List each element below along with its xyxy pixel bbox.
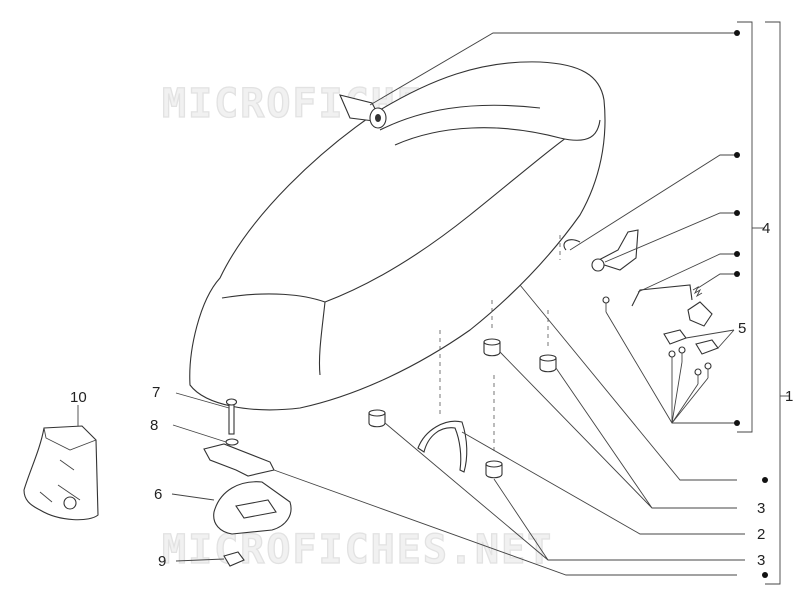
lock-cylinder-part[interactable] (339, 94, 387, 129)
hook-part[interactable] (563, 239, 581, 251)
alignment-lines (439, 235, 561, 455)
leader-lines (77, 32, 745, 576)
lock-latch-part[interactable] (591, 229, 639, 272)
tool-kit-part[interactable] (23, 425, 99, 521)
strap-part[interactable] (417, 420, 468, 473)
callout-5: 5 (738, 320, 746, 337)
callout-1: 1 (785, 388, 793, 405)
callout-4: 4 (762, 220, 770, 237)
rod-part[interactable] (631, 284, 693, 307)
callout-10: 10 (70, 389, 87, 406)
callout-2: 2 (757, 526, 765, 543)
callout-labels: 1 2 3 3 4 5 6 7 8 9 10 (70, 220, 793, 570)
clip-parts[interactable] (602, 296, 719, 384)
washer-part[interactable] (225, 438, 239, 446)
callout-9: 9 (158, 553, 166, 570)
callout-8: 8 (150, 417, 158, 434)
tray-part[interactable] (213, 481, 292, 535)
hinge-part[interactable] (687, 301, 713, 327)
bolt-part[interactable] (225, 398, 238, 435)
group-brackets (737, 21, 790, 585)
seat-part[interactable] (189, 61, 606, 411)
callout-3-upper: 3 (757, 500, 765, 517)
callout-3-lower: 3 (757, 552, 765, 569)
callout-dots (734, 30, 768, 578)
spring-part[interactable] (692, 285, 703, 298)
bracket-part[interactable] (203, 443, 275, 477)
watermark-bottom: MICROFICHES.NET (162, 527, 553, 573)
rubber-buffer-parts[interactable] (368, 338, 557, 479)
nut-part[interactable] (223, 551, 245, 567)
callout-7: 7 (152, 384, 160, 401)
callout-6: 6 (154, 486, 162, 503)
